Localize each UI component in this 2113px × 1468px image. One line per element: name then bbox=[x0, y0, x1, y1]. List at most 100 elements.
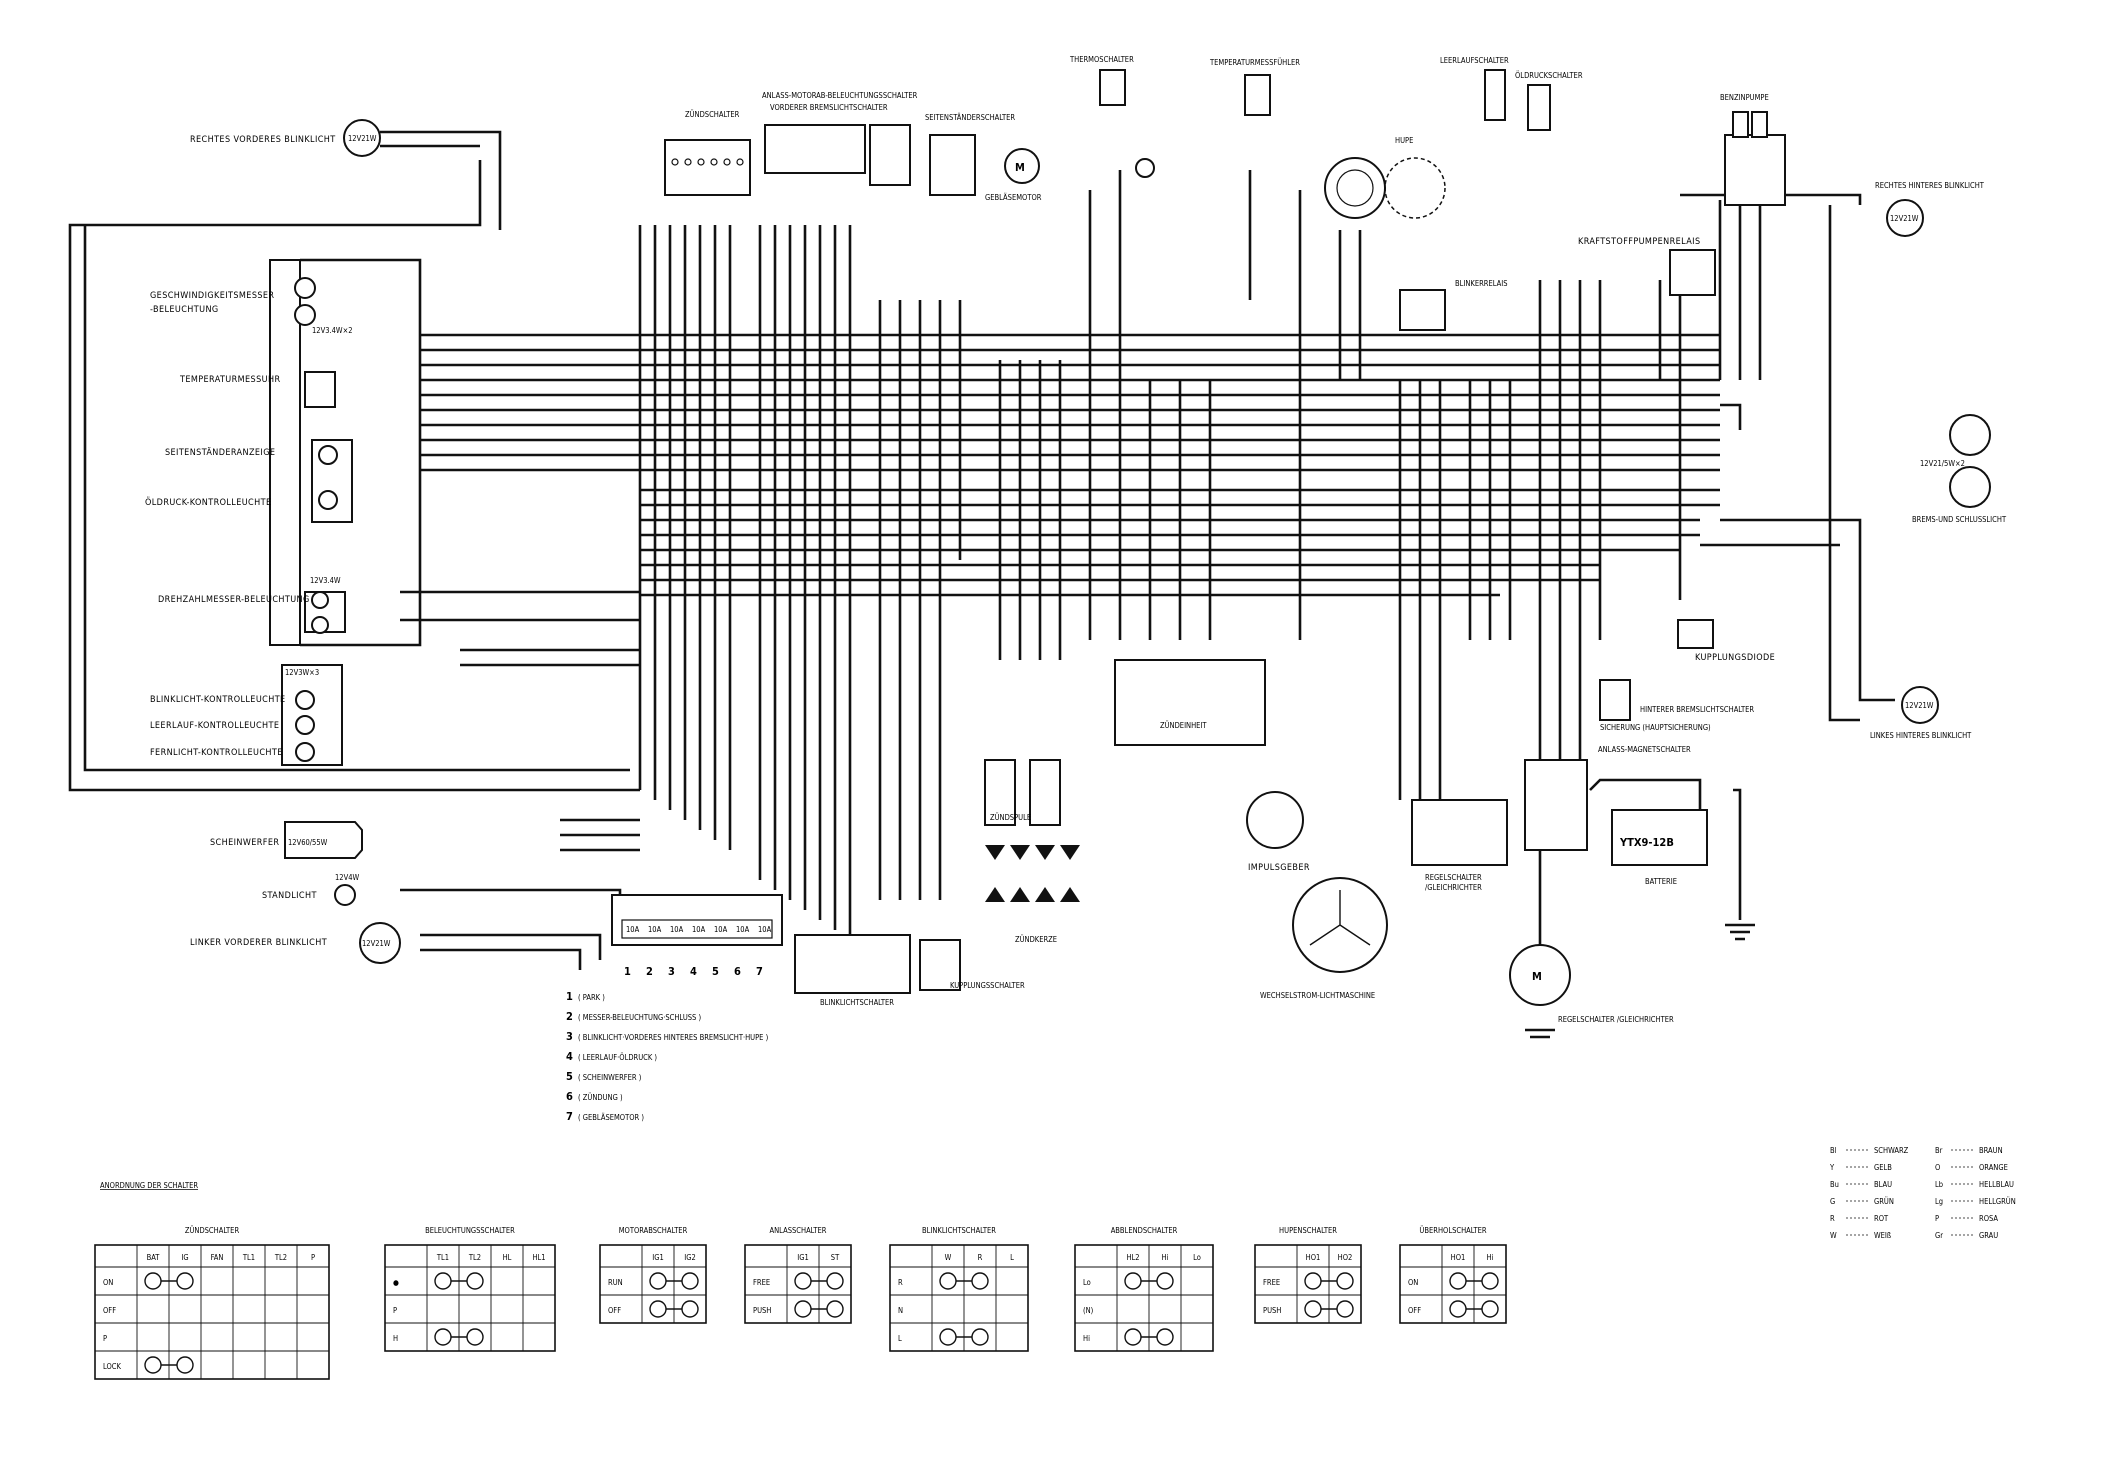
switch-col-header: L bbox=[1010, 1253, 1014, 1262]
main-fuse: SICHERUNG (HAUPTSICHERUNG) bbox=[1600, 723, 1711, 732]
ignition-coils: ZÜNDSPULE ZÜNDKERZE bbox=[984, 759, 1080, 944]
switch-contact bbox=[1156, 1328, 1174, 1346]
switch-table-title: ZÜNDSCHALTER bbox=[185, 1226, 240, 1235]
neutral-switch: LEERLAUFSCHALTER bbox=[1440, 56, 1509, 121]
switch-contact bbox=[176, 1356, 194, 1374]
switch-col-header: Lo bbox=[1193, 1253, 1201, 1262]
switch-contact bbox=[434, 1272, 452, 1290]
switch-col-header: Hi bbox=[1487, 1253, 1494, 1262]
tail-label: BREMS-UND SCHLUSSLICHT bbox=[1912, 515, 2007, 524]
switch-row-label: OFF bbox=[1408, 1306, 1421, 1315]
switch-contact bbox=[1449, 1300, 1467, 1318]
switch-row-label: P bbox=[103, 1334, 107, 1343]
switch-row-label: N bbox=[898, 1306, 903, 1315]
side-stand-label: SEITENSTÄNDERANZEIGE bbox=[165, 447, 275, 458]
switch-contact bbox=[1481, 1272, 1499, 1290]
switch-contact bbox=[649, 1300, 667, 1318]
color-code: W bbox=[1830, 1231, 1837, 1240]
side-stand-switch: SEITENSTÄNDERSCHALTER bbox=[925, 113, 1015, 196]
horn: HUPE bbox=[1324, 136, 1446, 219]
speedo-lights: GESCHWINDIGKEITSMESSER -BELEUCHTUNG 12V3… bbox=[150, 277, 353, 335]
fuse-number: 2 bbox=[646, 965, 653, 978]
regulator-rectifier: REGELSCHALTER /GLEICHRICHTER bbox=[1411, 799, 1508, 892]
switch-table-title: ÜBERHOLSCHALTER bbox=[1419, 1226, 1486, 1235]
switch-contact bbox=[826, 1300, 844, 1318]
switch-table-title: BELEUCHTUNGSSCHALTER bbox=[425, 1226, 515, 1235]
fan-motor: M GEBLÄSEMOTOR bbox=[985, 148, 1042, 202]
switch-row-label: FREE bbox=[753, 1278, 770, 1287]
flasher-relay: BLINKERRELAIS bbox=[1399, 279, 1508, 331]
thermo-switch: THERMOSCHALTER bbox=[1069, 55, 1155, 178]
color-code: P bbox=[1935, 1214, 1939, 1223]
switch-contact bbox=[144, 1356, 162, 1374]
fuse-rating: 10A bbox=[626, 925, 640, 934]
battery: YTX9-12B BATTERIE bbox=[1589, 778, 1755, 941]
fuse-box bbox=[611, 894, 783, 946]
switch-contact bbox=[939, 1328, 957, 1346]
switch-contact bbox=[1156, 1272, 1174, 1290]
switch-section-title: ANORDNUNG DER SCHALTER bbox=[100, 1181, 198, 1190]
color-name: ORANGE bbox=[1979, 1163, 2008, 1172]
starter-relay-label: ANLASS-MAGNETSCHALTER bbox=[1598, 745, 1691, 754]
headlight: 12V60/55W SCHEINWERFER bbox=[210, 821, 363, 859]
color-name: BLAU bbox=[1874, 1180, 1892, 1189]
switch-row-label: (N) bbox=[1083, 1306, 1094, 1315]
fuse-legend-number: 3 bbox=[566, 1030, 573, 1043]
clutch-diode-label: KUPPLUNGSDIODE bbox=[1695, 653, 1775, 663]
fuse-legend-text: ( BLINKLICHT·VORDERES HINTERES BREMSLICH… bbox=[578, 1033, 769, 1042]
fuse-legend-number: 2 bbox=[566, 1010, 573, 1023]
switch-table-frame bbox=[94, 1244, 330, 1380]
switch-col-header: HL1 bbox=[532, 1253, 545, 1262]
color-name: BRAUN bbox=[1979, 1146, 2003, 1155]
fuse-rating: 10A bbox=[670, 925, 684, 934]
color-code: Bl bbox=[1830, 1146, 1837, 1155]
starter-light-switch: ANLASS-MOTORAB-BELEUCHTUNGSSCHALTER VORD… bbox=[762, 91, 918, 186]
fuse-legend-text: ( MESSER-BELEUCHTUNG·SCHLUSS ) bbox=[578, 1013, 701, 1022]
fuel-relay-label: KRAFTSTOFFPUMPENRELAIS bbox=[1578, 237, 1701, 247]
starter-relay: ANLASS-MAGNETSCHALTER bbox=[1524, 745, 1691, 851]
color-name: WEIß bbox=[1874, 1231, 1891, 1240]
ignition-unit: ZÜNDEINHEIT bbox=[1114, 659, 1266, 746]
horn-label: HUPE bbox=[1395, 136, 1413, 145]
switch-contact bbox=[1336, 1300, 1354, 1318]
turn-switch-block: BLINKLICHTSCHALTER KUPPLUNGSSCHALTER bbox=[794, 934, 1025, 1007]
color-code: Y bbox=[1829, 1163, 1835, 1172]
headlight-rating: 12V60/55W bbox=[288, 838, 328, 847]
switch-col-header: P bbox=[311, 1253, 315, 1262]
ignition-switch: ZÜNDSCHALTER bbox=[664, 110, 751, 196]
switch-col-header: BAT bbox=[147, 1253, 161, 1262]
fuse-number: 1 bbox=[624, 965, 631, 978]
switch-table-title: HUPENSCHALTER bbox=[1279, 1226, 1337, 1235]
fuse-rating: 10A bbox=[714, 925, 728, 934]
regulator-label-2: /GLEICHRICHTER bbox=[1425, 883, 1482, 892]
switch-row-label: PUSH bbox=[1263, 1306, 1281, 1315]
switch-row-label: P bbox=[393, 1306, 397, 1315]
color-name: GRÜN bbox=[1874, 1197, 1894, 1206]
blinker-fr-rating: 12V21W bbox=[348, 134, 377, 143]
switch-col-header: ST bbox=[831, 1253, 840, 1262]
switch-contact bbox=[826, 1272, 844, 1290]
fuel-pump-label: BENZINPUMPE bbox=[1720, 93, 1769, 102]
switch-row-label: H bbox=[393, 1334, 398, 1343]
color-name: ROT bbox=[1874, 1214, 1889, 1223]
switch-contact bbox=[466, 1272, 484, 1290]
switch-row-label: L bbox=[898, 1334, 902, 1343]
indicator-lamps: 12V3W×3 BLINKLICHT-KONTROLLEUCHTE LEERLA… bbox=[150, 664, 343, 766]
speedo-light-label-2: -BELEUCHTUNG bbox=[150, 305, 219, 315]
speedo-light-label: GESCHWINDIGKEITSMESSER bbox=[150, 291, 274, 301]
switch-col-header: IG1 bbox=[797, 1253, 809, 1262]
temp-gauge: TEMPERATURMESSUHR bbox=[179, 371, 336, 408]
switch-col-header: W bbox=[945, 1253, 952, 1262]
switch-col-header: TL1 bbox=[436, 1253, 449, 1262]
switch-contact bbox=[1449, 1272, 1467, 1290]
switch-col-header: IG2 bbox=[684, 1253, 696, 1262]
switch-table-title: ANLASSCHALTER bbox=[770, 1226, 827, 1235]
tail-rating: 12V21/5W×2 bbox=[1920, 459, 1965, 468]
color-code: Lg bbox=[1935, 1197, 1943, 1206]
tacho-light: 12V3.4W DREHZAHLMESSER-BELEUCHTUNG bbox=[158, 576, 346, 634]
color-name: ROSA bbox=[1979, 1214, 1998, 1223]
